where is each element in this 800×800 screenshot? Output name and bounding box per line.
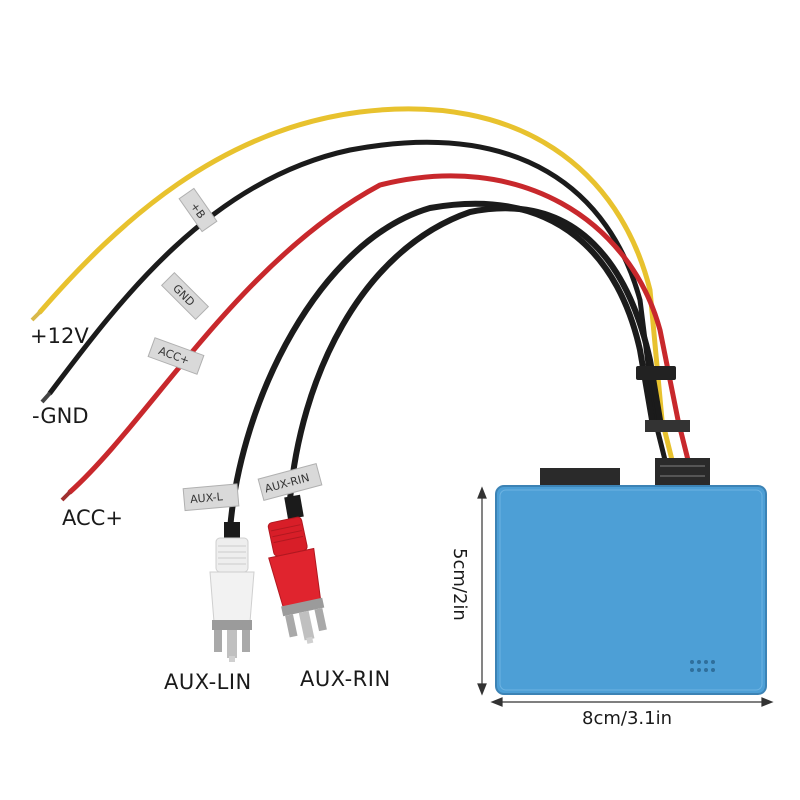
label-acc: ACC+	[62, 506, 123, 530]
yellow-wire-tip	[30, 310, 42, 322]
tag-gnd: GND	[160, 271, 210, 321]
tag-aux-l: AUX-L	[182, 483, 240, 512]
white-rca-plug-icon	[209, 522, 255, 662]
black-aux-r-wire	[287, 205, 663, 503]
label-aux-lin: AUX-LIN	[164, 670, 252, 694]
black-aux-l-wire	[227, 200, 655, 533]
red-rca-plug-icon	[267, 494, 327, 644]
black-wire-tip	[40, 391, 52, 404]
height-dimension-line	[477, 486, 487, 696]
label-aux-rin: AUX-RIN	[300, 667, 391, 691]
red-wire-tip	[60, 490, 72, 502]
tag-b-plus: +B	[178, 187, 218, 233]
label-width-dimension: 8cm/3.1in	[582, 708, 672, 729]
label-gnd: -GND	[32, 404, 89, 428]
label-plus-12v: +12V	[30, 324, 89, 348]
red-acc-wire	[67, 173, 691, 495]
tag-aux-l-text: AUX-L	[190, 490, 225, 506]
black-gnd-wire	[47, 139, 668, 463]
module-vent-dots	[690, 660, 715, 672]
wire-sleeve	[645, 420, 690, 432]
module-connector-right	[655, 458, 710, 490]
yellow-wire	[37, 106, 675, 463]
blue-module-box-icon	[495, 485, 767, 695]
module-connector-left	[540, 468, 620, 490]
label-height-dimension: 5cm/2in	[449, 548, 470, 621]
width-dimension-line	[490, 697, 774, 707]
tag-acc: ACC+	[147, 337, 205, 375]
wire-clip	[636, 366, 676, 380]
